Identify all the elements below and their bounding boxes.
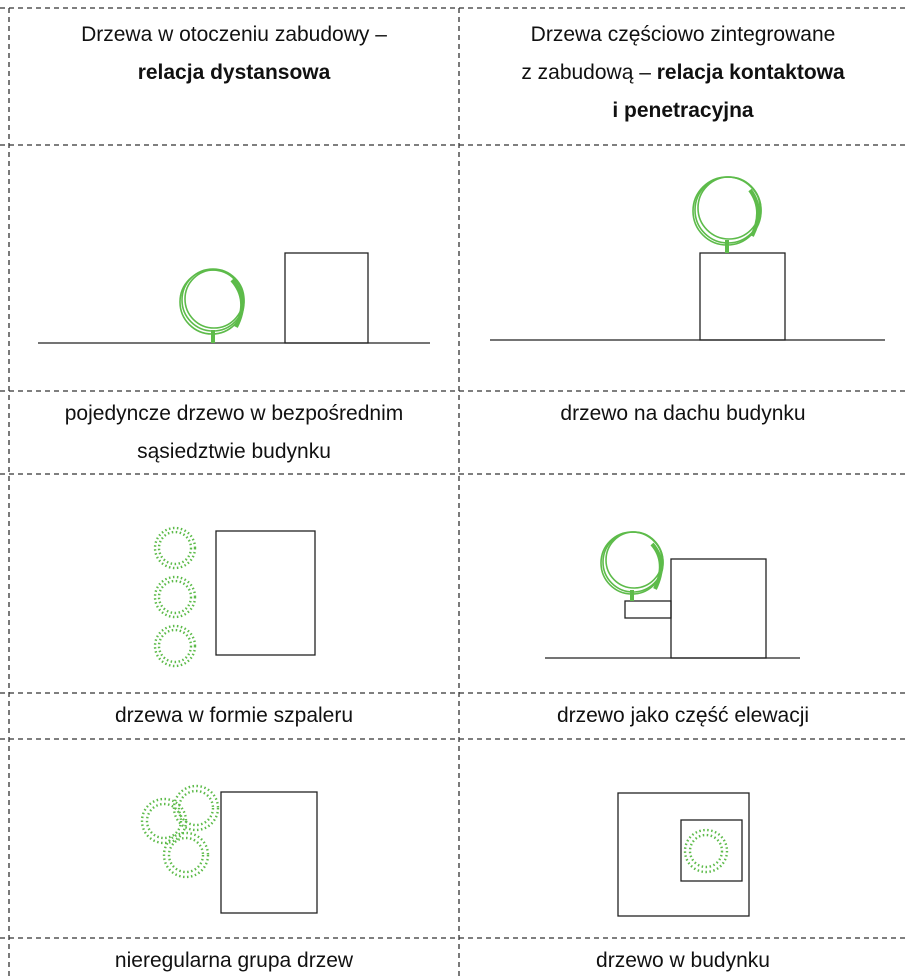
tree-on-roof-illustration bbox=[490, 176, 885, 341]
caption-tree-row-text: drzewa w formie szpaleru bbox=[114, 704, 354, 727]
caption-tree-in-building-text: drzewo w budynku bbox=[596, 949, 770, 972]
header-left: Drzewa w otoczeniu zabudowy – relacja dy… bbox=[9, 8, 459, 145]
single-tree-next-to-building-illustration bbox=[38, 252, 430, 344]
caption-irregular-group-text: nieregularna grupa drzew bbox=[114, 949, 354, 972]
tree-on-facade-illustration bbox=[545, 531, 800, 659]
irregular-tree-group-illustration bbox=[140, 784, 318, 914]
header-left-line2: relacja dystansowa bbox=[137, 61, 331, 84]
caption-tree-on-roof: drzewo na dachu budynku bbox=[459, 391, 907, 474]
header-right-line2-bold: relacja kontaktowa bbox=[656, 61, 845, 84]
caption-single-tree: pojedyncze drzewo w bezpośrednim sąsiedz… bbox=[9, 391, 459, 474]
caption-tree-facade: drzewo jako część elewacji bbox=[459, 693, 907, 739]
header-right: Drzewa częściowo zintegrowane z zabudową… bbox=[459, 8, 907, 145]
header-right-line3: i penetracyjna bbox=[612, 99, 754, 122]
caption-tree-facade-text: drzewo jako część elewacji bbox=[556, 704, 810, 727]
header-right-line2-plain: z zabudową – bbox=[521, 61, 657, 84]
tree-inside-building-illustration bbox=[617, 792, 750, 917]
caption-tree-row: drzewa w formie szpaleru bbox=[9, 693, 459, 739]
caption-single-tree-line2: sąsiedztwie budynku bbox=[137, 440, 331, 463]
caption-tree-on-roof-text: drzewo na dachu budynku bbox=[560, 402, 806, 425]
caption-single-tree-line1: pojedyncze drzewo w bezpośrednim bbox=[64, 402, 404, 425]
tree-row-illustration bbox=[153, 526, 316, 668]
caption-tree-in-building: drzewo w budynku bbox=[459, 938, 907, 980]
caption-irregular-group: nieregularna grupa drzew bbox=[9, 938, 459, 980]
header-left-line1: Drzewa w otoczeniu zabudowy – bbox=[81, 23, 387, 46]
header-right-line1: Drzewa częściowo zintegrowane bbox=[530, 23, 836, 46]
